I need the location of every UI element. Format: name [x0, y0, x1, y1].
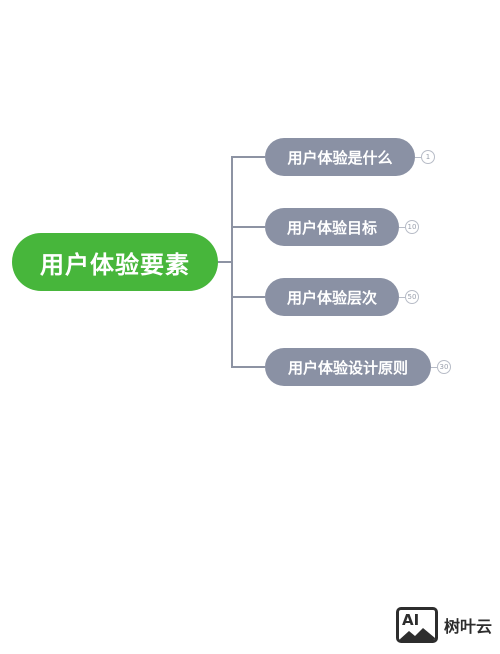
- child-node-label: 用户体验层次: [286, 288, 377, 307]
- child-node-ux-design-principles[interactable]: 用户体验设计原则: [265, 348, 431, 386]
- root-connector: [218, 261, 232, 263]
- child-node-label: 用户体验设计原则: [287, 358, 408, 377]
- count-badge-value: 50: [407, 292, 417, 301]
- badge-link-1: [415, 157, 421, 158]
- root-node-label: 用户体验要素: [40, 250, 190, 279]
- brand-logo-icon: AI: [396, 607, 438, 643]
- badge-link-3: [399, 297, 405, 298]
- badge-link-2: [399, 227, 405, 228]
- mountain-icon: [399, 628, 435, 640]
- count-badge-2[interactable]: 10: [405, 220, 419, 234]
- branch-line-1: [231, 156, 265, 158]
- child-node-ux-goals[interactable]: 用户体验目标: [265, 208, 399, 246]
- count-badge-1[interactable]: 1: [421, 150, 435, 164]
- child-node-what-is-ux[interactable]: 用户体验是什么: [265, 138, 415, 176]
- root-node[interactable]: 用户体验要素: [12, 233, 218, 291]
- child-node-label: 用户体验是什么: [287, 148, 393, 167]
- logo-text: AI: [402, 611, 420, 629]
- watermark: AI 树叶云: [396, 606, 492, 644]
- count-badge-value: 30: [439, 362, 449, 371]
- count-badge-value: 1: [425, 152, 431, 161]
- brand-label: 树叶云: [444, 617, 493, 636]
- trunk-line: [231, 156, 233, 368]
- child-node-label: 用户体验目标: [286, 218, 377, 237]
- count-badge-3[interactable]: 50: [405, 290, 419, 304]
- badge-link-4: [431, 367, 437, 368]
- count-badge-value: 10: [407, 222, 417, 231]
- branch-line-3: [231, 296, 265, 298]
- count-badge-4[interactable]: 30: [437, 360, 451, 374]
- child-node-ux-levels[interactable]: 用户体验层次: [265, 278, 399, 316]
- branch-line-4: [231, 366, 265, 368]
- branch-line-2: [231, 226, 265, 228]
